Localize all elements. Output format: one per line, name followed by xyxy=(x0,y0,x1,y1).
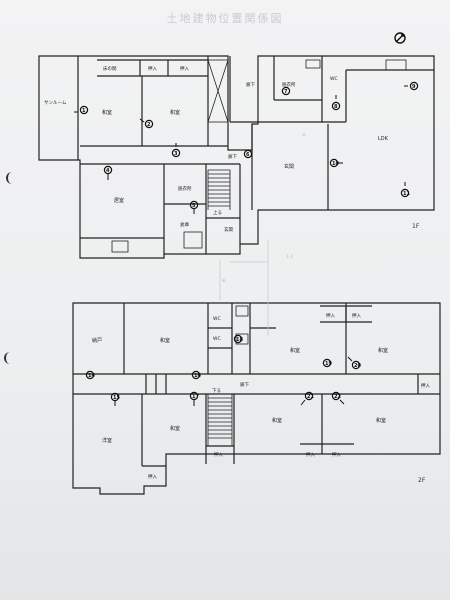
document-title: 土地建物位置関係図 xyxy=(166,12,284,25)
svg-text:21: 21 xyxy=(307,394,314,400)
label-2f-washitsu-d: 和室 xyxy=(170,425,180,432)
svg-text:19: 19 xyxy=(325,361,332,367)
label-hallway: 廊下 xyxy=(228,153,237,160)
label-washitsu-a: 和室 xyxy=(102,109,112,116)
label-sunroom: サンルーム xyxy=(44,100,67,106)
floor2-stairs xyxy=(207,394,233,446)
faint-label: ⊕ xyxy=(222,279,226,284)
label-2f-washitsu-f: 和室 xyxy=(376,417,386,424)
svg-text:20: 20 xyxy=(354,363,361,369)
faint-label: 1-1 xyxy=(286,254,293,260)
photo-marker-icon: 11 xyxy=(400,182,410,198)
photo-marker-icon: 19 xyxy=(322,358,332,368)
label-2f-closet-a: 押入 xyxy=(326,312,335,319)
label-2f-closet-b: 押入 xyxy=(352,312,361,319)
floor1-label: 1F xyxy=(412,223,420,230)
label-room-a: 居室 xyxy=(114,197,124,204)
label-2f-washitsu-b: 和室 xyxy=(290,347,300,354)
floor2-fixtures xyxy=(235,305,249,345)
label-2f-wc-b: WC xyxy=(213,336,221,342)
label-changing: 脱衣所 xyxy=(282,81,296,88)
photo-marker-icon: 17 xyxy=(189,391,199,406)
label-washitsu-b: 和室 xyxy=(170,109,180,116)
svg-text:22: 22 xyxy=(334,394,341,400)
photo-marker-icon: 7 xyxy=(281,86,291,96)
label-2f-washitsu-c: 和室 xyxy=(378,347,388,354)
svg-text:5: 5 xyxy=(192,203,196,209)
svg-text:8: 8 xyxy=(334,104,338,110)
svg-text:3: 3 xyxy=(174,151,178,157)
photo-marker-icon: 5 xyxy=(189,200,199,214)
faint-label: ⊖ xyxy=(302,133,306,138)
label-2f-closet-f: 押入 xyxy=(332,451,341,458)
label-2f-stairs: 下る xyxy=(212,388,221,394)
label-2f-washitsu-a: 和室 xyxy=(160,337,170,344)
photo-marker-icon: 1 xyxy=(74,105,89,115)
photo-marker-icon: 21 xyxy=(300,391,314,406)
svg-text:10: 10 xyxy=(332,161,339,167)
label-corridor-top: 廊下 xyxy=(246,81,255,88)
label-2f-youshitsu: 洋室 xyxy=(102,437,112,444)
label-ochashitsu: 倉庫 xyxy=(180,221,189,228)
svg-text:9: 9 xyxy=(412,84,416,90)
svg-text:18: 18 xyxy=(236,337,243,343)
label-closet-b: 押入 xyxy=(180,65,189,72)
label-2f-storage: 納戸 xyxy=(92,337,102,344)
label-2f-closet-d: 押入 xyxy=(214,451,223,458)
svg-text:7: 7 xyxy=(284,89,288,95)
photo-marker-icon: 8 xyxy=(331,95,341,111)
photo-marker-icon: 3 xyxy=(171,143,181,158)
label-tokonoma: 床の間 xyxy=(103,65,117,72)
label-2f-wc-a: WC xyxy=(213,316,221,322)
svg-text:1: 1 xyxy=(82,108,86,114)
faint-boundary-lines xyxy=(219,240,269,336)
photo-marker-icon: 2 xyxy=(139,118,154,129)
label-2f-washitsu-e: 和室 xyxy=(272,417,282,424)
photo-marker-icon: 16 xyxy=(191,370,201,380)
floor1-markers: 1 2 3 4 5 6 7 8 9 10 11 xyxy=(74,81,419,214)
floor1-storage-box xyxy=(111,59,407,253)
svg-text:6: 6 xyxy=(246,152,250,158)
svg-text:15: 15 xyxy=(113,395,120,401)
floor2-markers: 14 15 16 17 18 19 20 21 22 xyxy=(85,334,361,406)
label-wc: WC xyxy=(330,76,338,82)
svg-text:17: 17 xyxy=(192,394,199,400)
photo-marker-icon: 10 xyxy=(329,158,343,168)
punch-hole-mark xyxy=(4,352,16,364)
floor1-walls xyxy=(38,55,435,259)
photo-marker-icon: 22 xyxy=(331,391,345,405)
floor1-stairs xyxy=(207,169,231,210)
floor2-label: 2F xyxy=(418,477,426,484)
svg-text:2: 2 xyxy=(147,122,151,128)
photo-marker-icon: 9 xyxy=(404,81,419,91)
label-entrance: 玄関 xyxy=(224,226,233,233)
label-ldk: LDK xyxy=(378,136,389,142)
photo-marker-icon: 20 xyxy=(347,356,361,370)
svg-text:11: 11 xyxy=(403,191,410,197)
photo-marker-icon: 6 xyxy=(243,149,253,159)
punch-hole-mark xyxy=(6,172,18,184)
svg-text:4: 4 xyxy=(106,168,110,174)
svg-text:14: 14 xyxy=(88,373,95,379)
compass-icon xyxy=(394,32,406,44)
label-2f-closet-e: 押入 xyxy=(306,451,315,458)
label-closet-a: 押入 xyxy=(148,65,157,72)
label-entrance-hall: 玄関 xyxy=(284,163,294,170)
floor2-walls xyxy=(72,302,441,495)
label-changing-b: 脱衣所 xyxy=(178,185,192,192)
photo-marker-icon: 14 xyxy=(85,370,95,380)
label-2f-hallway: 廊下 xyxy=(240,381,249,388)
photo-marker-icon: 15 xyxy=(110,392,120,406)
label-2f-closet-g: 押入 xyxy=(148,473,157,480)
photo-marker-icon: 18 xyxy=(233,334,243,344)
svg-text:16: 16 xyxy=(194,373,201,379)
label-stairs-1f: 上る xyxy=(213,209,222,216)
photo-marker-icon: 4 xyxy=(103,165,113,180)
label-2f-closet-c: 押入 xyxy=(421,382,430,389)
